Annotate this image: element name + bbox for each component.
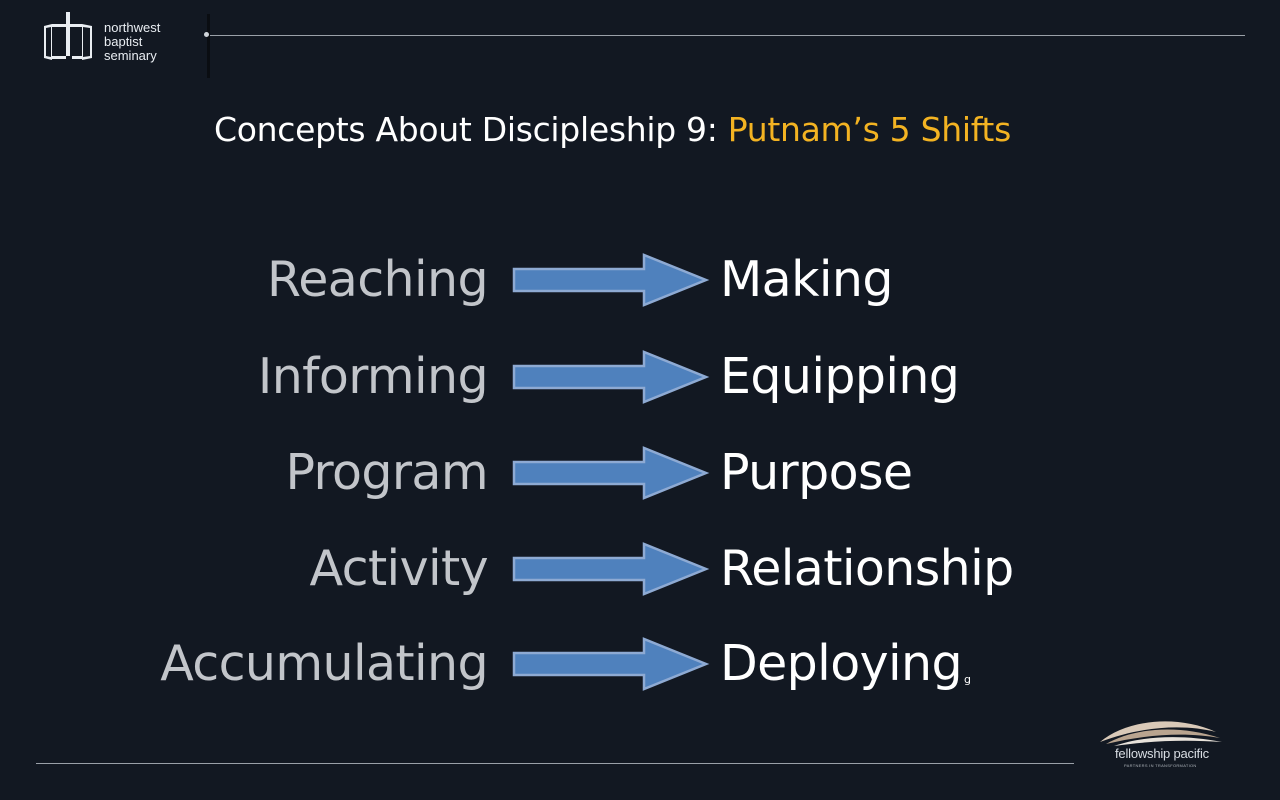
stray-subscript-mark: g [964, 673, 971, 686]
logo-divider [207, 14, 210, 78]
header-rule [210, 35, 1245, 36]
slide-title-prefix: Concepts About Discipleship 9: [214, 110, 728, 149]
seminary-logo: northwest baptist seminary [40, 12, 210, 72]
shift-from: Informing [257, 348, 489, 405]
cross-frame-icon [44, 12, 92, 60]
shift-from: Program [285, 444, 488, 501]
seminary-logo-line: baptist [104, 34, 143, 49]
shift-to: Equipping [720, 348, 960, 405]
shift-row: Activity Relationship [0, 537, 1280, 601]
right-arrow-icon [512, 446, 710, 500]
logo-divider-dot [204, 32, 209, 37]
shift-to: Purpose [720, 444, 913, 501]
shift-row: Accumulating Deploying [0, 632, 1280, 696]
right-arrow-icon [512, 542, 710, 596]
shift-from: Activity [309, 540, 489, 597]
partner-logo-name: fellowship pacific [1115, 746, 1209, 761]
shift-row: Reaching Making [0, 248, 1280, 312]
footer-rule [36, 763, 1074, 764]
seminary-logo-text: northwest baptist seminary [104, 21, 160, 63]
wave-arc-icon [1100, 721, 1222, 746]
shift-from: Accumulating [160, 635, 488, 692]
shift-to: Making [720, 251, 893, 308]
seminary-logo-line: seminary [104, 48, 157, 63]
right-arrow-icon [512, 253, 710, 307]
seminary-logo-line: northwest [104, 20, 161, 35]
shift-row: Program Purpose [0, 441, 1280, 505]
partner-logo-tagline: PARTNERS IN TRANSFORMATION [1124, 763, 1197, 768]
partner-logo: fellowship pacific PARTNERS IN TRANSFORM… [1098, 716, 1224, 772]
slide-title-highlight: Putnam’s 5 Shifts [727, 110, 1012, 149]
shift-to: Deploying [720, 635, 963, 692]
slide-title: Concepts About Discipleship 9: Putnam’s … [214, 108, 1214, 152]
right-arrow-icon [512, 350, 710, 404]
shift-row: Informing Equipping [0, 345, 1280, 409]
shift-to: Relationship [720, 540, 1014, 597]
right-arrow-icon [512, 637, 710, 691]
shift-from: Reaching [267, 251, 489, 308]
